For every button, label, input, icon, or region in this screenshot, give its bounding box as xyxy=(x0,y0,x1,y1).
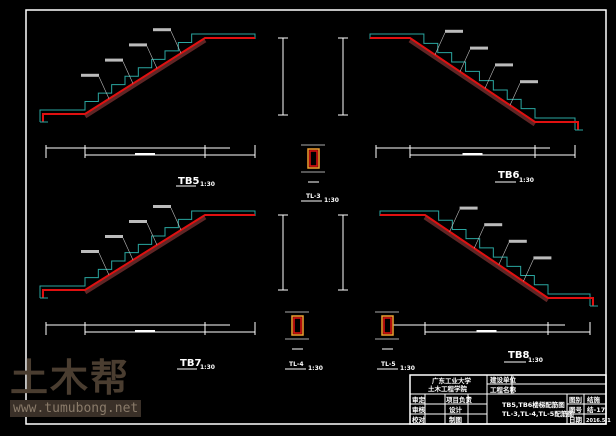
svg-text:1:30: 1:30 xyxy=(519,177,534,184)
label-tl4: TL-4 1:30 xyxy=(285,361,323,372)
rebar-line xyxy=(42,37,255,122)
leader-line xyxy=(509,83,521,106)
rebar-callout xyxy=(508,239,527,243)
rebar-callout xyxy=(459,206,478,210)
svg-text:结-17: 结-17 xyxy=(587,405,605,414)
rebar-callout xyxy=(484,223,503,227)
stair-step-outline xyxy=(369,33,576,130)
tb-name-label: 工程名称 xyxy=(490,385,517,394)
svg-text:TB7: TB7 xyxy=(180,358,201,369)
rebar-callout xyxy=(81,250,99,253)
svg-text:审核: 审核 xyxy=(412,405,426,414)
stair-slab xyxy=(83,37,207,119)
rebar-callout xyxy=(105,58,123,62)
watermark: 土木帮 www.tumubong.net xyxy=(10,356,142,417)
leader-line xyxy=(473,226,485,249)
label-tl5: TL-5 1:30 xyxy=(377,361,415,372)
tb-school: 广东工业大学 xyxy=(432,376,472,385)
svg-text:日期: 日期 xyxy=(569,415,583,424)
rebar-callout xyxy=(445,29,463,33)
leader-line xyxy=(170,31,182,54)
title-block xyxy=(409,374,607,425)
rebar-callout xyxy=(153,28,171,32)
svg-text:TB8: TB8 xyxy=(508,350,529,361)
svg-text:TL-3: TL-3 xyxy=(306,193,321,200)
rebar-line xyxy=(370,37,579,130)
rebar-line xyxy=(380,214,594,306)
svg-text:图别: 图别 xyxy=(569,395,583,404)
tb-dept: 土木工程学院 xyxy=(428,384,468,393)
rebar-callout xyxy=(105,235,123,238)
stair-slab xyxy=(83,214,207,295)
rebar-callout xyxy=(81,73,99,77)
svg-text:TL-5: TL-5 xyxy=(381,361,396,368)
watermark-url: www.tumubong.net xyxy=(10,400,142,417)
svg-text:1:30: 1:30 xyxy=(200,181,215,188)
rebar-callout xyxy=(129,220,147,223)
leader-line xyxy=(170,207,182,231)
leader-line xyxy=(498,242,510,265)
leader-line xyxy=(122,61,134,84)
rebar-callout xyxy=(520,80,538,84)
stair-slab xyxy=(408,37,537,127)
svg-text:1:30: 1:30 xyxy=(200,364,215,371)
svg-text:2016.5.1: 2016.5.1 xyxy=(586,418,611,424)
svg-text:审定: 审定 xyxy=(412,395,426,404)
label-tb6: TB6 1:30 xyxy=(495,170,534,184)
svg-text:TB5: TB5 xyxy=(178,176,199,187)
stair-slab xyxy=(423,214,550,303)
stair-step-outline xyxy=(39,210,256,298)
svg-text:项目负责: 项目负责 xyxy=(446,395,473,404)
leader-line xyxy=(98,252,110,276)
svg-text:TL-4: TL-4 xyxy=(289,361,304,368)
leader-line xyxy=(146,46,158,69)
leader-line xyxy=(484,66,496,89)
svg-text:制图: 制图 xyxy=(449,415,463,424)
svg-text:图号: 图号 xyxy=(569,405,583,414)
leader-line xyxy=(459,49,471,72)
watermark-logo: 土木帮 xyxy=(10,356,131,400)
beam-stirrup xyxy=(293,317,302,334)
rebar-callout xyxy=(129,43,147,47)
label-tb7: TB7 1:30 xyxy=(177,358,215,371)
leader-line xyxy=(449,209,460,232)
rebar-line xyxy=(42,214,255,298)
rebar-callout xyxy=(470,46,488,50)
dimension-text xyxy=(135,153,155,155)
rebar-callout xyxy=(495,63,513,67)
rebar-callout xyxy=(533,256,552,260)
leader-line xyxy=(122,237,134,261)
stair-step-outline xyxy=(379,210,591,306)
label-tb5: TB5 1:30 xyxy=(176,176,215,188)
dimension-text xyxy=(135,330,155,332)
svg-text:TB6: TB6 xyxy=(498,170,519,181)
label-tl3: TL-3 1:30 xyxy=(301,193,339,204)
leader-line xyxy=(98,76,110,99)
leader-line xyxy=(523,259,534,282)
svg-text:1:30: 1:30 xyxy=(324,197,339,204)
leader-line xyxy=(434,32,446,55)
leader-line xyxy=(146,222,158,246)
drawing-border xyxy=(25,9,607,425)
stair-step-outline xyxy=(39,33,256,122)
label-tb8: TB8 1:30 xyxy=(504,350,543,364)
tb-drawing-title-1: TB5,TB6楼梯配筋图 xyxy=(502,400,565,409)
dimension-text xyxy=(476,330,497,332)
rebar-callout xyxy=(153,205,171,208)
svg-text:1:30: 1:30 xyxy=(308,365,323,372)
svg-text:设计: 设计 xyxy=(449,405,463,414)
svg-text:结施: 结施 xyxy=(587,395,601,404)
svg-text:1:30: 1:30 xyxy=(400,365,415,372)
tb-drawing-title-2: TL-3,TL-4,TL-5配筋图 xyxy=(502,409,574,418)
svg-text:1:30: 1:30 xyxy=(528,357,543,364)
dimension-text xyxy=(462,153,483,155)
beam-stirrup xyxy=(383,317,392,334)
svg-text:校对: 校对 xyxy=(412,415,426,424)
beam-stirrup xyxy=(309,150,318,167)
tb-project-label: 建设单位 xyxy=(489,375,517,384)
